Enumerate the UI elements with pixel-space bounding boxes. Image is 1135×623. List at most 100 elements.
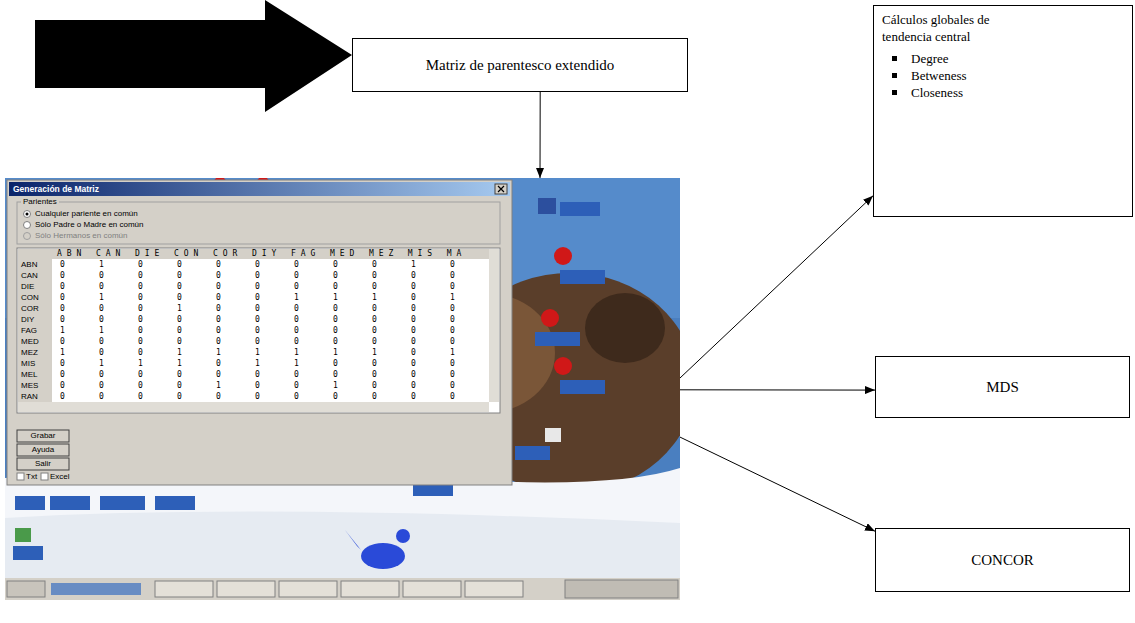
desktop-sky <box>5 178 680 600</box>
row-header: DIY <box>21 315 34 325</box>
grid-header <box>18 249 489 259</box>
icon-label-bar <box>155 496 195 510</box>
arrow-connector <box>680 196 873 378</box>
row-header: RAN <box>21 392 38 402</box>
close-cross <box>498 186 504 192</box>
matrix-row: 0 0 0 0 0 0 0 0 0 0 0 <box>60 337 469 346</box>
start-button <box>7 581 45 597</box>
bullet-text: Closeness <box>911 84 963 101</box>
desktop-icon <box>538 198 556 214</box>
checkbox <box>41 473 48 480</box>
matrix-grid <box>17 248 500 413</box>
arrow-connector <box>540 92 541 178</box>
bullet-square <box>892 56 897 61</box>
row-header: CAN <box>21 271 38 281</box>
big-arrow-shape <box>35 0 352 112</box>
matrix-row: 0 1 0 0 0 0 0 0 0 1 0 <box>60 260 469 269</box>
radio-dot <box>26 213 29 216</box>
bullet-item: Degree <box>892 50 1124 67</box>
arrow-connector <box>680 437 875 531</box>
process-box: CONCOR <box>875 528 1130 592</box>
icon-label-bar <box>535 332 580 346</box>
matrix-row: 0 0 0 0 0 0 0 0 0 0 0 <box>60 392 469 401</box>
group-label: Parientes <box>21 197 59 207</box>
dialog-button <box>17 444 69 456</box>
dialog-button <box>17 458 69 470</box>
icon-label-bar <box>515 446 550 460</box>
process-box: MDS <box>875 356 1130 418</box>
checkbox-label: Txt <box>26 472 37 482</box>
icon-label-bar <box>15 496 45 510</box>
window-title: Generación de Matriz <box>13 183 99 195</box>
rooster-head <box>396 529 410 543</box>
box-label: CONCOR <box>971 552 1034 569</box>
task-button <box>279 581 337 597</box>
grid-row-header <box>18 259 52 402</box>
scrollbar <box>18 402 489 412</box>
taskbar <box>5 578 680 600</box>
row-header: ABN <box>21 260 37 270</box>
rooster-tail <box>345 530 361 550</box>
radio-label: Sólo Padre o Madre en común <box>35 220 144 230</box>
matrix-row: 0 0 0 0 0 0 0 0 0 0 0 <box>60 370 469 379</box>
bullet-text: Betweness <box>911 67 967 84</box>
measures-box: Cálculos globales de tendencia centralDe… <box>873 5 1133 217</box>
row-header: MEL <box>21 370 37 380</box>
box-label: MDS <box>986 379 1019 396</box>
box-label: Matriz de parentesco extendido <box>426 57 615 74</box>
icon-label-bar <box>560 270 605 284</box>
icon-label-bar <box>560 202 600 216</box>
quick-launch <box>51 583 141 595</box>
bullet-text: Degree <box>911 50 949 67</box>
stop-icon <box>554 357 572 375</box>
matrix-row: 0 1 1 1 0 1 1 0 0 0 0 <box>60 359 469 368</box>
matrix-row: 0 0 0 0 1 0 0 1 0 0 0 <box>60 381 469 390</box>
checkbox <box>17 473 24 480</box>
task-button <box>465 581 523 597</box>
row-header: MED <box>21 337 39 347</box>
matrix-row: 0 0 0 0 0 0 0 0 0 0 0 <box>60 315 469 324</box>
radio-button <box>24 233 31 240</box>
radio-button <box>24 211 31 218</box>
row-header: CON <box>21 293 39 303</box>
icon-label-bar <box>50 496 90 510</box>
task-button <box>155 581 213 597</box>
icon-label-bar <box>560 380 605 394</box>
dialog-title-bar <box>9 182 510 196</box>
desktop-icon <box>15 528 31 542</box>
dog-ear <box>585 293 665 363</box>
button-label: Salir <box>17 459 69 469</box>
checkbox-label: Excel <box>50 472 70 482</box>
button-label: Grabar <box>17 431 69 441</box>
screenshot-node: Generación de MatrizParientesCualquier p… <box>5 178 680 600</box>
row-header: MEZ <box>21 348 38 358</box>
radio-label: Cualquier pariente en común <box>35 209 138 219</box>
icon-label-bar <box>100 496 145 510</box>
rooster-figure <box>361 543 405 569</box>
task-button <box>341 581 399 597</box>
task-button <box>217 581 275 597</box>
bullet-item: Closeness <box>892 84 1124 101</box>
matrix-row: 0 0 0 1 0 0 0 0 0 0 0 <box>60 304 469 313</box>
group-frame <box>17 202 500 244</box>
matrix-row: 1 0 0 1 1 1 1 1 1 0 1 <box>60 348 469 357</box>
big-arrow <box>0 0 360 116</box>
row-header: MES <box>21 381 38 391</box>
system-tray <box>565 580 678 598</box>
process-box: Matriz de parentesco extendido <box>352 38 688 92</box>
matrix-row: 0 0 0 0 0 0 0 0 0 0 0 <box>60 282 469 291</box>
arrow-connector <box>680 389 875 390</box>
matrix-row: 0 0 0 0 0 0 0 0 0 0 0 <box>60 271 469 280</box>
desktop-icon <box>545 428 561 442</box>
button-label: Ayuda <box>17 445 69 455</box>
row-header: MIS <box>21 359 35 369</box>
box-heading: Cálculos globales de tendencia central <box>882 11 1017 45</box>
matrix-row: 0 1 0 0 0 0 1 1 1 0 1 <box>60 293 469 302</box>
row-header: COR <box>21 304 39 314</box>
stop-icon <box>554 247 572 265</box>
bullet-item: Betweness <box>892 67 1124 84</box>
desktop-snow-shade <box>5 512 680 578</box>
row-header: FAG <box>21 326 37 336</box>
dialog-button <box>17 430 69 442</box>
close-button <box>495 184 507 194</box>
